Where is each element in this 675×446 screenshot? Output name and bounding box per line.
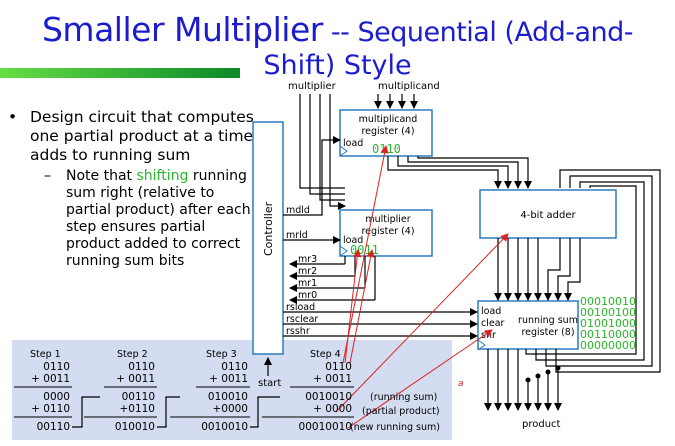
- s2-result: 010010: [115, 421, 155, 433]
- multiplier-input-label: multiplier: [288, 81, 337, 92]
- bullet-main: • Design circuit that computes one parti…: [8, 108, 258, 165]
- rs-value-4: 00110000: [580, 328, 636, 341]
- rs-value-2: 00100100: [580, 306, 636, 319]
- s3-mcand: 0110: [221, 361, 248, 373]
- bullet-sub-text-b: running sum right (relative to partial p…: [66, 168, 251, 269]
- mplier-reg-label1: multiplier: [365, 214, 410, 225]
- controller-block: [252, 121, 284, 355]
- product-output-wires: [484, 349, 562, 411]
- step-1-label: Step 1: [30, 349, 61, 360]
- s1-old: 0000: [43, 391, 70, 403]
- title-sub: -- Sequential (Add-and-: [322, 17, 634, 48]
- sig-mr1: mr1: [298, 278, 317, 289]
- annotation-arrows: [335, 145, 509, 429]
- s2-mplier: + 0011: [116, 373, 155, 385]
- s1-result: 00110: [37, 421, 70, 433]
- rs-value-stack: 00010010 00100100 01001000 00110000 0000…: [580, 295, 636, 352]
- multiplier-input-wires: [299, 94, 346, 210]
- s2-partial: +0110: [119, 403, 155, 415]
- bullet-dot-icon: •: [8, 108, 18, 126]
- annotation-a: a: [458, 379, 464, 389]
- s3-old: 010010: [208, 391, 248, 403]
- step-3-label: Step 3: [206, 349, 237, 360]
- product-label: product: [522, 419, 561, 430]
- sig-mr2: mr2: [298, 266, 317, 277]
- sig-rsload: rsload: [286, 302, 315, 313]
- rs-value-3: 01001000: [580, 317, 636, 330]
- step-labels: Step 1 Step 2 Step 3 Step 4: [30, 349, 341, 360]
- sig-rsshr: rsshr: [286, 326, 310, 337]
- sig-mrld: mrld: [286, 230, 308, 241]
- multiplicand-input-wires: [374, 94, 418, 109]
- running-sum-register: [477, 300, 579, 350]
- mplier-clock-icon: [339, 245, 348, 257]
- mcand-reg-label2: register (4): [361, 126, 414, 137]
- legend-new-running-sum: (new running sum): [350, 422, 440, 433]
- s1-mplier: + 0011: [31, 373, 70, 385]
- title-main: Smaller Multiplier: [41, 10, 323, 49]
- s1-mcand: 0110: [43, 361, 70, 373]
- sig-mdld: mdld: [286, 205, 310, 216]
- mplier-load-label: load: [343, 235, 363, 246]
- control-wires: [283, 136, 478, 340]
- s4-old: 0010010: [305, 391, 352, 403]
- sum-feedback-wires: [525, 169, 661, 373]
- step-rules: [14, 386, 354, 418]
- step-carry-arrows: [72, 396, 280, 428]
- s2-mcand: 0110: [128, 361, 155, 373]
- rs-reg-label2: register (8): [521, 327, 574, 338]
- legend-partial-product: (partial product): [362, 406, 440, 417]
- steps-background: [12, 340, 452, 440]
- adder-label: 4-bit adder: [520, 210, 576, 221]
- s4-mcand: 0110: [325, 361, 352, 373]
- control-signal-labels: mdld mrld mr3 mr2 mr1 mr0 rsload rsclear…: [286, 205, 318, 337]
- bullet-dash-icon: –: [44, 168, 51, 184]
- sig-mr3: mr3: [298, 254, 317, 265]
- four-bit-adder: [479, 189, 617, 239]
- mcand-reg-label1: multiplicand: [359, 114, 418, 125]
- bullet-main-text: Design circuit that computes one partial…: [30, 108, 259, 164]
- rs-load-label: load: [481, 306, 501, 317]
- junction-dots: [525, 365, 561, 383]
- bullet-sub: – Note that shifting running sum right (…: [40, 168, 258, 270]
- s2-old: 00110: [122, 391, 155, 403]
- mcand-load-label: load: [343, 138, 363, 149]
- s3-partial: +0000: [212, 403, 248, 415]
- title-underline-bar: [0, 68, 240, 78]
- multiplicand-input-label: multiplicand: [378, 81, 440, 92]
- start-label: start: [258, 378, 281, 389]
- multiplier-register: [339, 209, 433, 257]
- rs-reg-label1: running sum: [518, 315, 578, 326]
- slide-title: Smaller Multiplier -- Sequential (Add-an…: [0, 10, 675, 49]
- bullet-list: • Design circuit that computes one parti…: [8, 108, 258, 270]
- legend-running-sum: (running sum): [370, 392, 437, 403]
- step-4-label: Step 4: [310, 349, 341, 360]
- slide-title-line2: Shift) Style: [263, 50, 412, 81]
- s1-partial: + 0110: [31, 403, 70, 415]
- s3-result: 0010010: [201, 421, 248, 433]
- mcand-clock-icon: [339, 145, 348, 157]
- adder-to-register-wires: [494, 238, 581, 301]
- step-legend: (running sum) (partial product) (new run…: [350, 392, 440, 433]
- controller-label: Controller: [262, 201, 275, 256]
- s4-result: 00010010: [299, 421, 352, 433]
- sig-mr0: mr0: [298, 290, 317, 301]
- bullet-sub-highlight: shifting: [136, 168, 189, 184]
- step-2-label: Step 2: [117, 349, 148, 360]
- step-arithmetic: 0110 + 0011 0000 + 0110 00110 0110 + 001…: [31, 361, 352, 433]
- s4-mplier: + 0011: [313, 373, 352, 385]
- bullet-sub-text-a: Note that: [66, 168, 137, 184]
- rs-clear-label: clear: [481, 318, 505, 329]
- rs-value-5: 00000000: [580, 339, 636, 352]
- mcand-to-adder-wires: [387, 156, 532, 189]
- rs-value-1: 00010010: [580, 295, 636, 308]
- mcand-reg-value: 0110: [372, 142, 401, 156]
- s4-partial: + 0000: [313, 403, 352, 415]
- s3-mplier: + 0011: [209, 373, 248, 385]
- rs-clock-icon: [477, 339, 486, 351]
- sig-rsclear: rsclear: [286, 314, 318, 325]
- mplier-reg-label2: register (4): [361, 226, 414, 237]
